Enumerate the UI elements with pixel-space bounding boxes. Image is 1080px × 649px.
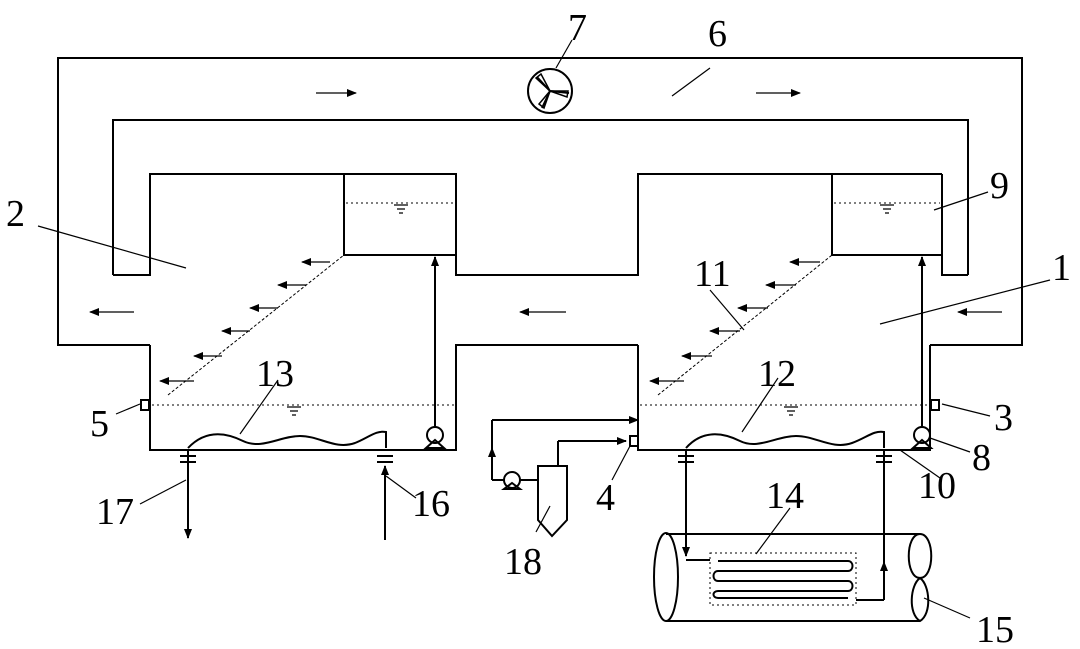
outer-air-duct-wall [57, 57, 1023, 346]
collector-return-pipe [488, 416, 639, 490]
right-fill-packing [657, 254, 833, 396]
leader-lines [37, 39, 1051, 619]
water-level-symbol [880, 204, 894, 214]
label-6: 6 [708, 13, 727, 55]
left-pump-icon [423, 426, 447, 449]
label-2: 2 [6, 193, 25, 235]
outlet-sensor [629, 435, 639, 447]
label-5: 5 [90, 403, 109, 445]
fan-icon [527, 68, 573, 114]
label-3: 3 [994, 397, 1013, 439]
label-1: 1 [1052, 247, 1071, 289]
pipe-cylinder [653, 532, 933, 623]
label-8: 8 [972, 437, 991, 479]
label-11: 11 [694, 253, 731, 295]
left-fill-packing [167, 254, 345, 396]
label-16: 16 [412, 483, 450, 525]
left-tray [343, 174, 456, 256]
left-drain-pipe [180, 450, 196, 539]
right-level-sensor [930, 399, 940, 411]
label-14: 14 [766, 475, 804, 517]
label-12: 12 [758, 353, 796, 395]
heat-exchanger-box [709, 552, 857, 606]
water-level-symbol [784, 406, 798, 416]
right-pump-icon [910, 426, 934, 449]
collector-tank [537, 465, 568, 538]
left-level-sensor [140, 399, 150, 411]
water-level-symbol [394, 204, 408, 214]
right-tray [831, 174, 943, 256]
label-7: 7 [568, 7, 587, 49]
left-chamber-outline [113, 173, 942, 276]
label-17: 17 [96, 491, 134, 533]
collector-feed-pipe [557, 437, 627, 466]
heat-exchanger-coil [712, 560, 854, 599]
right-return-pipe [856, 450, 892, 601]
right-flow-arrows [649, 258, 820, 385]
right-wavy-surface [685, 430, 885, 449]
label-15: 15 [976, 609, 1014, 649]
left-inlet-pipe [377, 455, 393, 540]
label-10: 10 [918, 465, 956, 507]
label-9: 9 [990, 165, 1009, 207]
top-duct-inner-wall [112, 119, 969, 275]
water-level-symbol [287, 406, 301, 416]
right-drain-pipe [678, 450, 710, 561]
label-4: 4 [596, 477, 615, 519]
left-flow-arrows [159, 258, 330, 385]
left-basin [149, 344, 638, 451]
label-18: 18 [504, 541, 542, 583]
duct-airflow-arrows [89, 89, 1002, 316]
right-chamber-wall [941, 255, 968, 276]
label-13: 13 [256, 353, 294, 395]
right-basin [637, 345, 931, 451]
left-wavy-surface [187, 430, 387, 449]
